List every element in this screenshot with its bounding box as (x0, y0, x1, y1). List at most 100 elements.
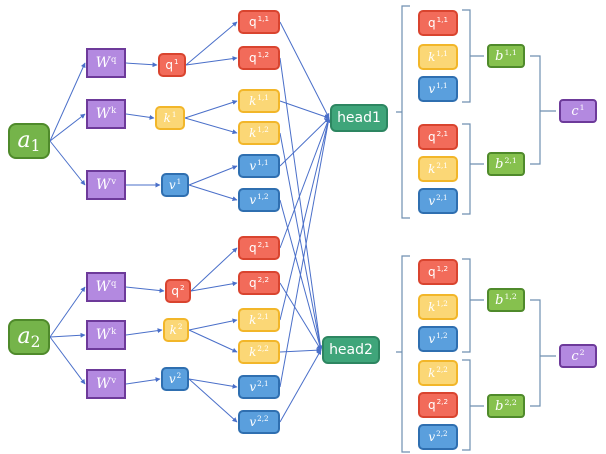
node-symbol: k (249, 94, 257, 108)
bracket-head1-left (396, 5, 410, 219)
edge-k11-head1 (279, 100, 330, 119)
bracket-b21 (462, 123, 484, 215)
edge-v2-v22 (188, 378, 238, 423)
node-symbol: W (95, 376, 111, 392)
edge-v1-v11 (188, 165, 238, 186)
node-symbol: W (95, 106, 111, 122)
node-superscript: 1,1 (436, 15, 449, 25)
node-symbol: k (428, 50, 436, 64)
node-superscript: 2 (180, 283, 185, 293)
edge-k22-head2 (279, 347, 322, 353)
node-symbol: k (169, 323, 177, 337)
edge-v11-head1 (279, 117, 330, 167)
bracket-b22 (462, 359, 484, 451)
edge-q1-q11 (185, 21, 238, 66)
edge-k2-k21 (188, 318, 238, 331)
edge-Wk1-k1 (125, 113, 155, 120)
node-symbol: q (248, 241, 257, 255)
node-superscript: 2,2 (257, 275, 270, 285)
brackets (396, 5, 556, 453)
edge-v1-v12 (188, 184, 238, 202)
node-symbol: v (428, 82, 436, 96)
node-symbol: b (495, 156, 504, 172)
edge-q2-q22 (190, 281, 238, 292)
edge-k21-head1 (279, 117, 331, 321)
edge-q21-head1 (279, 117, 330, 249)
node-superscript: 1,2 (436, 331, 448, 341)
node-superscript: v (111, 176, 117, 187)
bracket-c2 (530, 299, 556, 407)
node-symbol: v (428, 332, 436, 346)
node-superscript: k (111, 105, 117, 116)
node-superscript: 2,2 (436, 365, 448, 375)
node-superscript: 1,1 (436, 81, 448, 91)
node-superscript: 1 (176, 177, 182, 187)
edge-v12-head2 (279, 199, 323, 351)
node-symbol: k (249, 345, 257, 359)
node-symbol: q (248, 51, 257, 65)
node-symbol: W (95, 327, 111, 343)
edge-k1-k12 (184, 117, 238, 135)
node-superscript: 2,1 (257, 312, 269, 322)
node-superscript: 1,2 (257, 50, 270, 60)
node-superscript: 1,1 (257, 158, 269, 168)
node-superscript: q (111, 54, 117, 65)
edge-a2-Wk2 (49, 332, 86, 338)
node-superscript: 2,1 (504, 155, 517, 165)
node-symbol: v (249, 380, 257, 394)
edge-a1-Wv1 (49, 140, 86, 186)
node-superscript: 2,1 (257, 240, 270, 250)
node-superscript: 1 (171, 110, 177, 120)
edge-q22-head2 (279, 282, 322, 351)
node-superscript: 1,1 (257, 93, 269, 103)
node-superscript: q (111, 278, 117, 289)
node-symbol: k (428, 300, 436, 314)
edge-Wk2-k2 (125, 328, 163, 336)
bracket-head2-left (396, 255, 410, 453)
node-superscript: v (111, 375, 117, 386)
edge-k2-k22 (188, 329, 238, 353)
edge-a1-Wk1 (49, 113, 86, 142)
bracket-b11 (462, 9, 484, 103)
node-superscript: 1,2 (257, 192, 269, 202)
edge-v22-head2 (279, 349, 322, 423)
node-symbol: v (168, 178, 176, 192)
node-head2: head2 (322, 336, 380, 364)
node-symbol: v (428, 194, 436, 208)
node-superscript: 2,2 (436, 397, 449, 407)
bracket-c1 (530, 55, 556, 165)
node-symbol: b (495, 398, 504, 414)
node-symbol: b (495, 48, 504, 64)
node-superscript: 1,2 (257, 125, 269, 135)
node-subscript: 1 (30, 136, 41, 155)
node-symbol: a (17, 324, 31, 349)
node-symbol: v (249, 415, 257, 429)
node-superscript: 1,1 (504, 47, 517, 57)
